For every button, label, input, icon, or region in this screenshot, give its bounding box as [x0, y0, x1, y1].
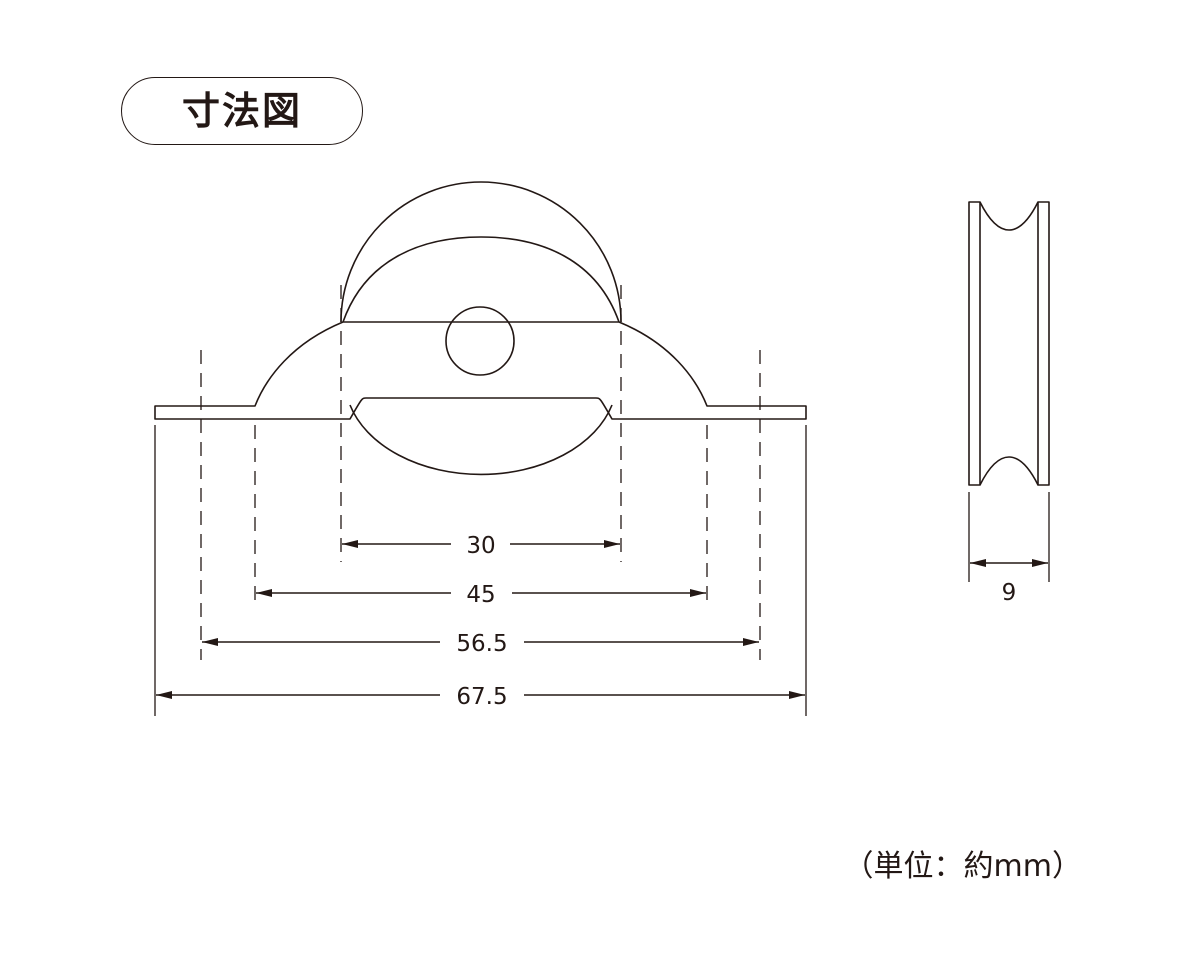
wheel-outer-arc [340, 181, 622, 323]
unit-note: （単位：約mm） [843, 849, 1082, 884]
dimension-lines [156, 540, 1048, 699]
title-badge: 寸法図 [121, 77, 363, 145]
side-flange-right [1037, 201, 1050, 486]
wheel-groove-top [342, 236, 620, 323]
axle-circle [445, 306, 515, 376]
side-groove-top [979, 201, 1039, 231]
dim-label-56-5: 56.5 [456, 631, 507, 657]
side-groove-bottom [979, 456, 1039, 486]
extension-lines [154, 285, 1050, 716]
dim-label-9: 9 [1002, 580, 1017, 606]
dim-label-67-5: 67.5 [456, 684, 507, 710]
diagram-title: 寸法図 [181, 89, 302, 133]
front-view [154, 181, 807, 476]
side-flange-left [968, 201, 981, 486]
wheel-bottom-arc [349, 404, 613, 476]
dim-label-30: 30 [466, 533, 495, 559]
bracket-body [154, 321, 807, 420]
dim-label-45: 45 [466, 582, 495, 608]
side-view [968, 201, 1050, 486]
